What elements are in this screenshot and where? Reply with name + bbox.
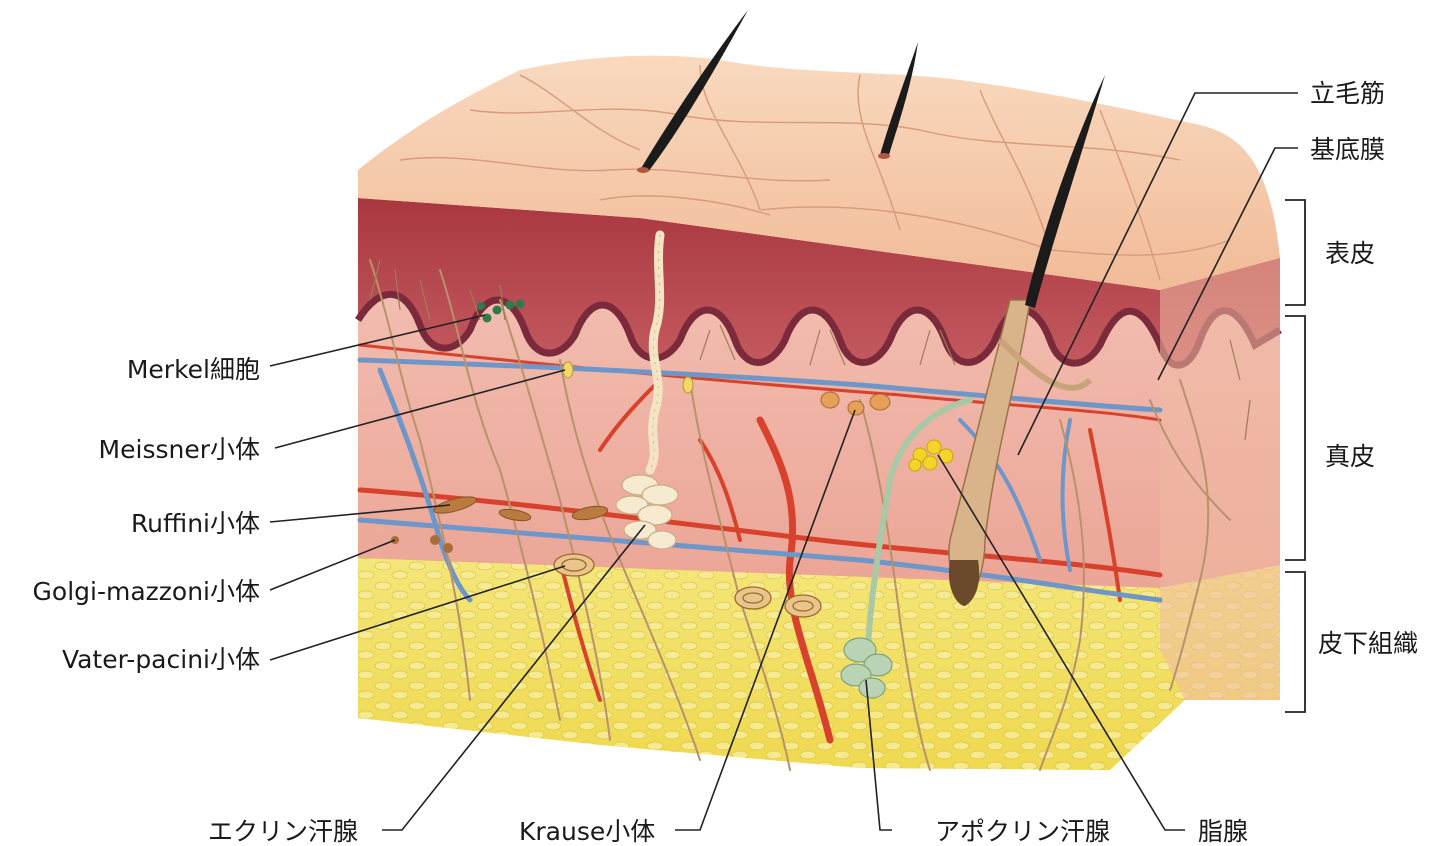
layer-brackets [1285,200,1305,712]
label-sebaceous: 脂腺 [1198,817,1248,846]
bracket-dermis [1285,316,1305,560]
labels-right: 立毛筋 基底膜 表皮 真皮 皮下組織 [1310,79,1418,658]
labels-left: Merkel細胞 Meissner小体 Ruffini小体 Golgi-mazz… [33,355,260,674]
label-meissner: Meissner小体 [99,435,260,464]
label-eccrine: エクリン汗腺 [208,817,358,846]
label-ruffini: Ruffini小体 [131,509,260,538]
skin-block [358,10,1280,770]
label-epidermis: 表皮 [1325,239,1375,268]
label-krause: Krause小体 [519,817,655,846]
bracket-subcutis [1285,572,1305,712]
label-golgi: Golgi-mazzoni小体 [33,577,260,606]
label-subcutis: 皮下組織 [1318,629,1418,658]
block-side-face [1160,258,1280,700]
label-apocrine: アポクリン汗腺 [935,817,1110,846]
label-vater: Vater-pacini小体 [62,645,260,674]
label-dermis: 真皮 [1325,442,1375,471]
label-merkel: Merkel細胞 [127,355,260,384]
label-arrector: 立毛筋 [1310,79,1385,108]
bracket-epidermis [1285,200,1305,305]
labels-bottom: エクリン汗腺 Krause小体 アポクリン汗腺 脂腺 [208,817,1248,846]
label-basement: 基底膜 [1310,135,1385,164]
